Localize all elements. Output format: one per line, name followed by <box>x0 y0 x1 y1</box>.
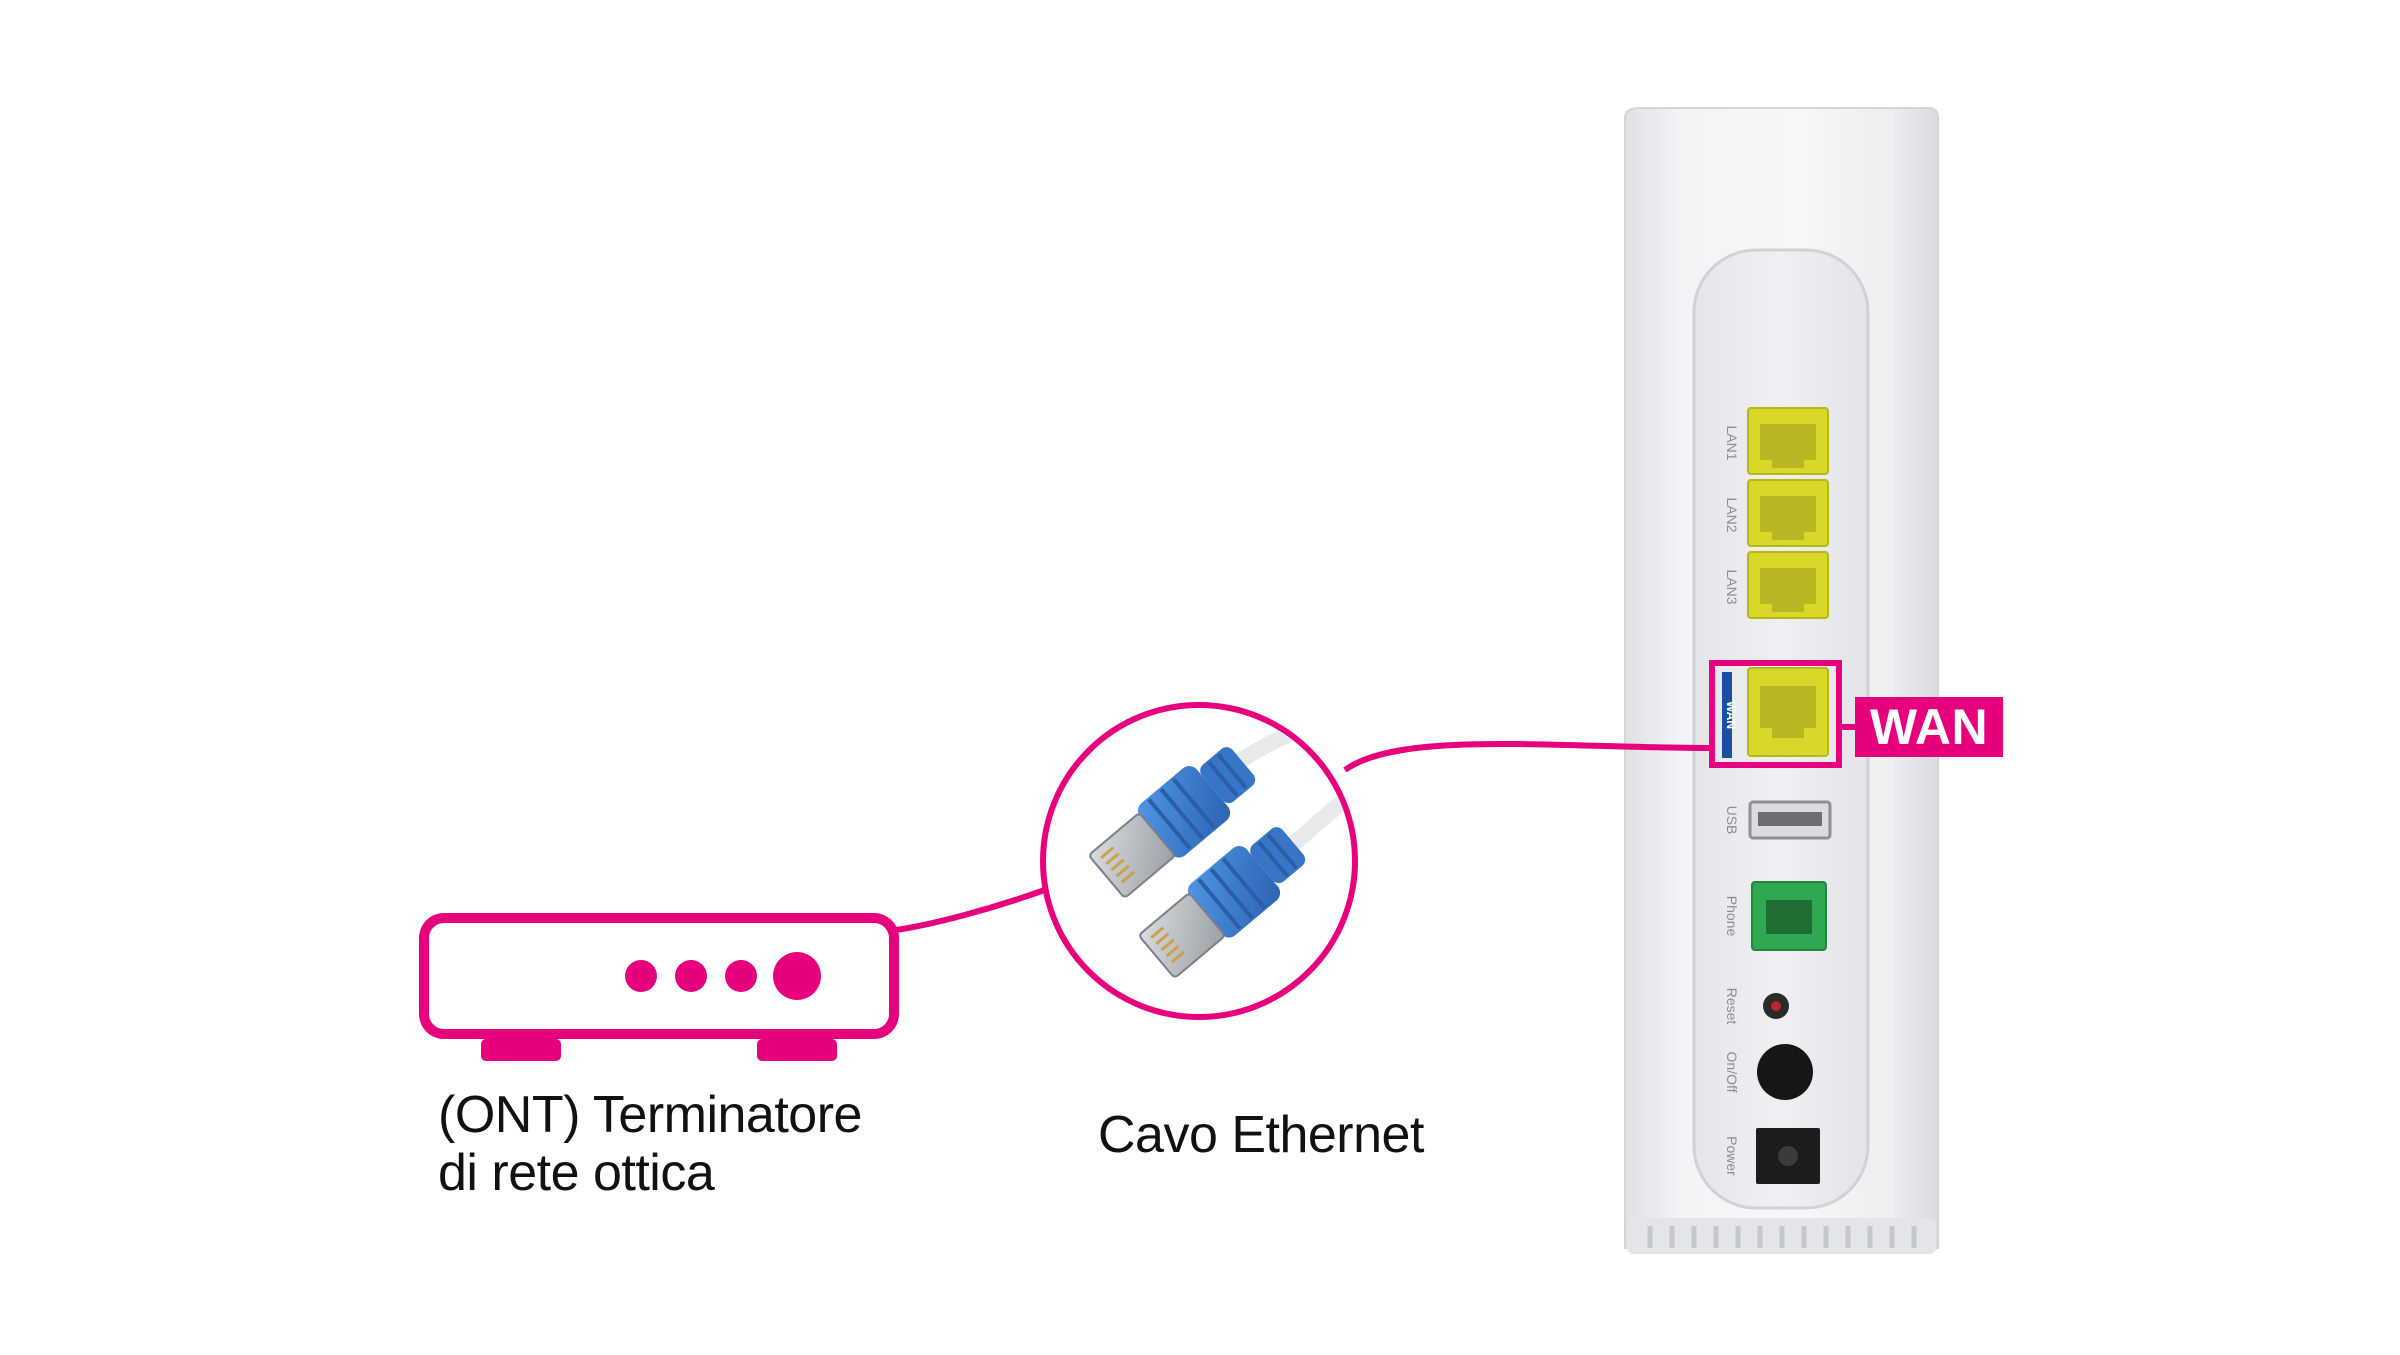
router-device: LAN1 LAN2 LAN3 WAN USB Phone Reset On/Of… <box>1624 107 1939 1254</box>
port-label-wan: WAN <box>1724 701 1738 729</box>
cable-label: Cavo Ethernet <box>1098 1106 1424 1164</box>
port-label-phone: Phone <box>1724 896 1740 937</box>
port-label-onoff: On/Off <box>1724 1052 1740 1093</box>
port-label-lan3: LAN3 <box>1724 569 1740 604</box>
port-label-lan2: LAN2 <box>1724 497 1740 532</box>
wan-port[interactable] <box>1747 667 1829 757</box>
cable-line-ont <box>895 885 1052 933</box>
ethernet-connectors-icon <box>1040 702 1358 1020</box>
router-vent <box>1647 1226 1917 1248</box>
port-label-lan1: LAN1 <box>1724 425 1740 460</box>
wan-callout-label: WAN <box>1855 697 2003 757</box>
wan-strip <box>1722 672 1732 758</box>
usb-port[interactable] <box>1748 800 1832 840</box>
port-label-usb: USB <box>1724 806 1740 835</box>
port-label-reset: Reset <box>1724 988 1740 1025</box>
cable-line-router <box>1343 740 1713 773</box>
ont-label: (ONT) Terminatore di rete ottica <box>438 1086 958 1202</box>
lan1-port[interactable] <box>1747 407 1829 475</box>
power-toggle-button[interactable] <box>1757 1044 1813 1100</box>
power-jack[interactable] <box>1756 1128 1820 1184</box>
ont-device-icon <box>419 913 899 1061</box>
ont-label-line1: (ONT) Terminatore <box>438 1086 862 1144</box>
lan3-port[interactable] <box>1747 551 1829 619</box>
ont-label-line2: di rete ottica <box>438 1144 715 1202</box>
reset-button[interactable] <box>1763 993 1789 1019</box>
phone-port[interactable] <box>1751 881 1827 951</box>
port-label-power: Power <box>1724 1136 1740 1176</box>
wan-highlight-box <box>1709 660 1842 768</box>
lan2-port[interactable] <box>1747 479 1829 547</box>
